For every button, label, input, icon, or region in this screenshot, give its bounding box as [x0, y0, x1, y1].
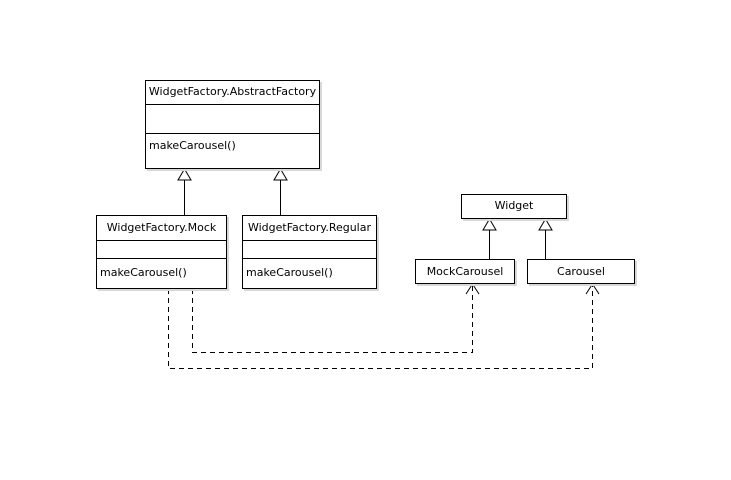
dependency-mock-to-mockcarousel: [192, 283, 480, 353]
generalization-mockcarousel-to-widget: [482, 218, 497, 259]
inheritance-arrowhead: [177, 168, 192, 181]
class-widget[interactable]: Widget: [461, 194, 567, 219]
class-carousel[interactable]: Carousel: [527, 259, 635, 284]
attributes-compartment: [97, 240, 226, 258]
class-name: WidgetFactory.Regular: [247, 221, 372, 234]
class-abstract-factory[interactable]: WidgetFactory.AbstractFactory makeCarous…: [145, 80, 320, 169]
generalization-regular-to-abstract: [273, 168, 288, 215]
operations-compartment: makeCarousel(): [243, 258, 376, 288]
operations-compartment: makeCarousel(): [146, 133, 319, 168]
dependency-arrowhead: [585, 283, 600, 295]
dependency-mock-to-carousel: [168, 283, 600, 369]
operations-compartment: makeCarousel(): [97, 258, 226, 288]
attributes-compartment: [146, 104, 319, 133]
class-mock-factory[interactable]: WidgetFactory.Mock makeCarousel(): [96, 215, 227, 289]
generalization-carousel-to-widget: [538, 218, 553, 259]
class-name: Carousel: [557, 265, 605, 278]
class-name: Widget: [494, 199, 534, 212]
attributes-compartment: [243, 240, 376, 258]
inheritance-arrowhead: [482, 218, 497, 231]
dependency-arrowhead: [465, 283, 480, 295]
inheritance-arrowhead: [273, 168, 288, 181]
class-name: WidgetFactory.AbstractFactory: [148, 85, 317, 98]
class-name: WidgetFactory.Mock: [106, 221, 217, 234]
generalization-mock-to-abstract: [177, 168, 192, 215]
class-regular-factory[interactable]: WidgetFactory.Regular makeCarousel(): [242, 215, 377, 289]
class-mock-carousel[interactable]: MockCarousel: [415, 259, 515, 284]
class-name: MockCarousel: [426, 265, 504, 278]
inheritance-arrowhead: [538, 218, 553, 231]
